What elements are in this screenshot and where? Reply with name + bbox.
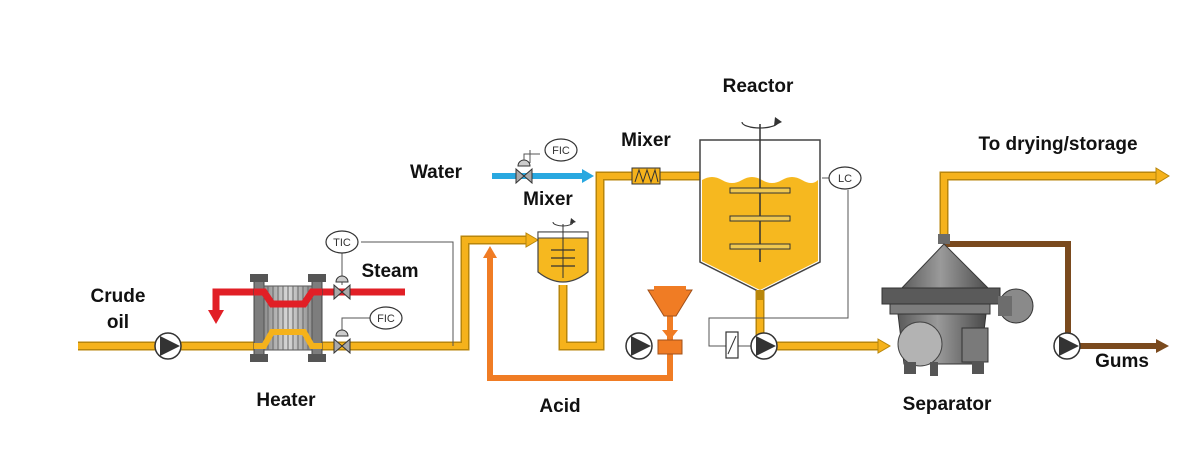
gums-line: [944, 241, 1169, 353]
level-control-valve: [725, 331, 739, 359]
crude-oil-label-line2: oil: [107, 312, 129, 333]
water-line: [492, 169, 594, 183]
reactor-label: Reactor: [723, 76, 794, 97]
acid-pump: [625, 332, 653, 360]
crude-flow-control-valve: [333, 329, 351, 355]
mixer-vessel: [537, 218, 589, 283]
gums-pump: [1053, 332, 1081, 360]
crude-pump: [154, 332, 182, 360]
fic-heater-label: FIC: [377, 313, 395, 325]
lc-label: LC: [838, 173, 852, 185]
fic-heater-instrument: FIC: [369, 306, 403, 330]
gums-label: Gums: [1095, 351, 1149, 372]
acid-hopper: [647, 286, 693, 355]
fic-water-label: FIC: [552, 145, 570, 157]
separator-centrifuge: [881, 234, 1034, 376]
heater: [250, 274, 326, 362]
fic-water-instrument: FIC: [544, 138, 578, 162]
tic-label: TIC: [333, 237, 351, 249]
inline-mixer: [631, 167, 661, 185]
crude-oil-label-line1: Crude: [91, 286, 146, 307]
steam-label: Steam: [361, 261, 418, 282]
acid-label: Acid: [539, 396, 580, 417]
water-control-valve: [515, 153, 540, 185]
mixer-vessel-label: Mixer: [523, 189, 573, 210]
separator-label: Separator: [903, 394, 992, 415]
to-drying-line: [939, 167, 1170, 240]
lc-instrument: LC: [828, 166, 862, 190]
inline-mixer-label: Mixer: [621, 130, 671, 151]
to-drying-storage-label: To drying/storage: [978, 134, 1137, 155]
reactor-vessel: [699, 117, 821, 300]
heater-label: Heater: [256, 390, 316, 411]
reactor-pump: [750, 332, 778, 360]
reactor-to-separator-line: [755, 290, 891, 354]
steam-control-valve: [333, 275, 351, 301]
water-label: Water: [410, 162, 463, 183]
tic-instrument: TIC: [325, 230, 359, 254]
